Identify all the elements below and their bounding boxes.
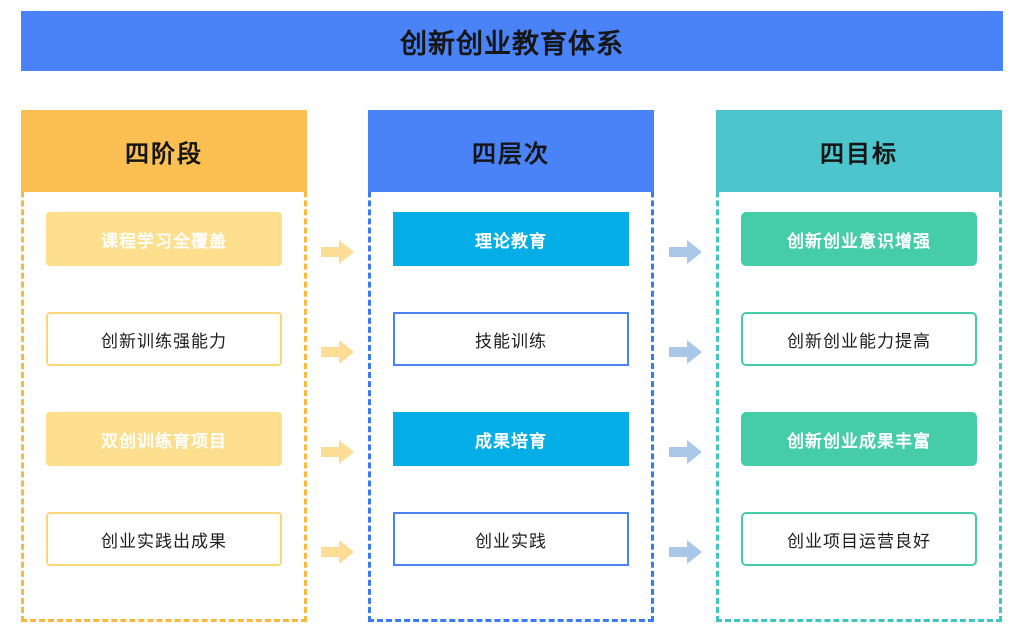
page-title-banner: 创新创业教育体系 [21, 11, 1003, 71]
column-header-label: 四目标 [820, 140, 898, 168]
stage-item-2-label: 创新训练强能力 [101, 331, 227, 351]
column-header-label: 四层次 [472, 140, 550, 168]
arrow-right-icon [321, 238, 355, 266]
arrow-right-icon [669, 238, 703, 266]
goal-item-2-label: 创新创业能力提高 [787, 331, 931, 351]
level-item-2-label: 技能训练 [475, 331, 547, 351]
arrow-right-icon [669, 438, 703, 466]
arrow-right-icon [669, 538, 703, 566]
arrow-right-icon [321, 438, 355, 466]
level-item-1[interactable]: 理论教育 [393, 212, 629, 266]
goal-item-1[interactable]: 创新创业意识增强 [741, 212, 977, 266]
column-header-label: 四阶段 [125, 140, 203, 168]
page-title: 创新创业教育体系 [400, 28, 624, 59]
column-header-four-stages: 四阶段 [21, 110, 307, 192]
stage-item-3[interactable]: 双创训练育项目 [46, 412, 282, 466]
level-item-2[interactable]: 技能训练 [393, 312, 629, 366]
column-header-four-levels: 四层次 [368, 110, 654, 192]
column-four-stages: 四阶段 课程学习全覆盖 创新训练强能力 双创训练育项目 创业实践出成果 [21, 110, 307, 622]
arrow-right-icon [321, 538, 355, 566]
stage-item-4[interactable]: 创业实践出成果 [46, 512, 282, 566]
goal-item-2[interactable]: 创新创业能力提高 [741, 312, 977, 366]
column-body-four-levels: 理论教育 技能训练 成果培育 创业实践 [371, 192, 651, 619]
stage-item-1-label: 课程学习全覆盖 [101, 231, 227, 251]
column-four-goals: 四目标 创新创业意识增强 创新创业能力提高 创新创业成果丰富 创业项目运营良好 [716, 110, 1002, 622]
level-item-4-label: 创业实践 [475, 531, 547, 551]
goal-item-3[interactable]: 创新创业成果丰富 [741, 412, 977, 466]
level-item-1-label: 理论教育 [475, 231, 547, 251]
goal-item-4-label: 创业项目运营良好 [787, 531, 931, 551]
arrow-right-icon [321, 338, 355, 366]
diagram-columns: 四阶段 课程学习全覆盖 创新训练强能力 双创训练育项目 创业实践出成果 四层次 … [0, 110, 1021, 625]
column-four-levels: 四层次 理论教育 技能训练 成果培育 创业实践 [368, 110, 654, 622]
goal-item-4[interactable]: 创业项目运营良好 [741, 512, 977, 566]
stage-item-3-label: 双创训练育项目 [101, 431, 227, 451]
arrow-right-icon [669, 338, 703, 366]
column-body-four-stages: 课程学习全覆盖 创新训练强能力 双创训练育项目 创业实践出成果 [24, 192, 304, 619]
level-item-3[interactable]: 成果培育 [393, 412, 629, 466]
level-item-3-label: 成果培育 [475, 431, 547, 451]
column-header-four-goals: 四目标 [716, 110, 1002, 192]
column-body-four-goals: 创新创业意识增强 创新创业能力提高 创新创业成果丰富 创业项目运营良好 [719, 192, 999, 619]
stage-item-4-label: 创业实践出成果 [101, 531, 227, 551]
level-item-4[interactable]: 创业实践 [393, 512, 629, 566]
goal-item-1-label: 创新创业意识增强 [787, 231, 931, 251]
stage-item-2[interactable]: 创新训练强能力 [46, 312, 282, 366]
goal-item-3-label: 创新创业成果丰富 [787, 431, 931, 451]
stage-item-1[interactable]: 课程学习全覆盖 [46, 212, 282, 266]
